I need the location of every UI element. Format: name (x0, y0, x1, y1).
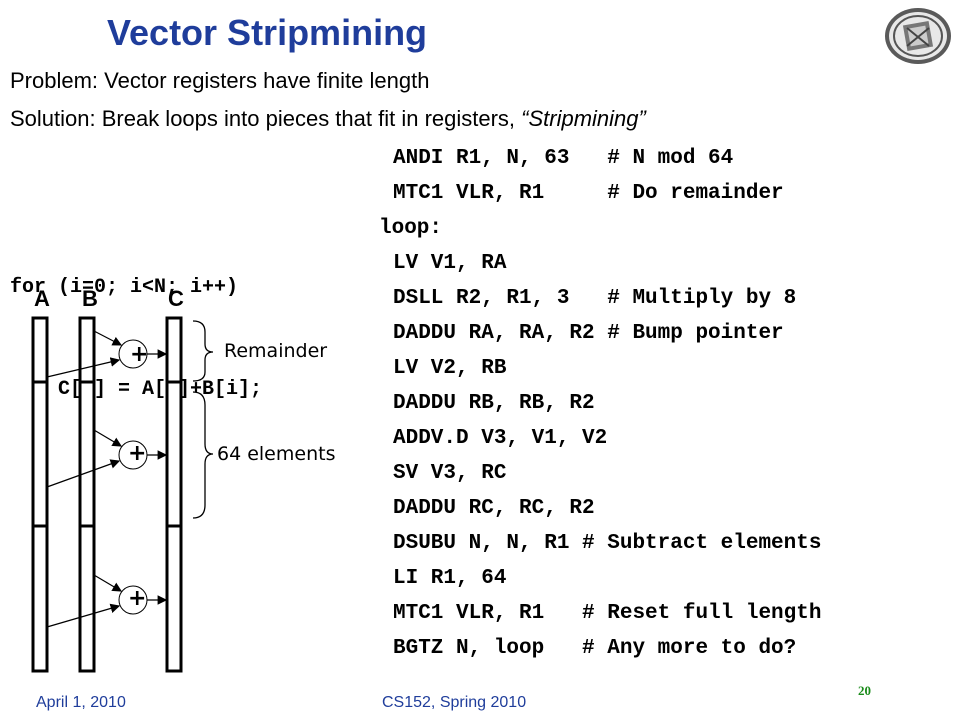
solution-statement: Solution: Break loops into pieces that f… (10, 106, 646, 132)
footer-date: April 1, 2010 (36, 694, 126, 711)
asm-instruction-line: LV V1, RA (393, 252, 507, 275)
vector-column-b (78, 316, 96, 673)
64-elements-label: 64 elements (217, 443, 336, 465)
solution-text: Solution: Break loops into pieces that f… (10, 106, 522, 131)
adder-block-3 (46, 574, 168, 628)
asm-instruction-line: BGTZ N, loop # Any more to do? (393, 637, 797, 660)
footer-course: CS152, Spring 2010 (382, 694, 527, 711)
asm-instruction-line: DSLL R2, R1, 3 # Multiply by 8 (393, 287, 797, 310)
slide-title: Vector Stripmining (107, 12, 428, 53)
column-label-b: B (82, 286, 98, 311)
asm-instruction-line: DADDU RA, RA, R2 # Bump pointer (393, 322, 784, 345)
column-label-a: A (34, 286, 50, 311)
asm-label-line: loop: (379, 217, 443, 240)
adder-plus-2: + (128, 441, 147, 466)
assembly-code: ANDI R1, N, 63 # N mod 64 MTC1 VLR, R1 # … (379, 141, 822, 666)
adder-plus-3: + (128, 586, 147, 611)
asm-instruction-line: DSUBU N, N, R1 # Subtract elements (393, 532, 822, 555)
adder-block-2 (46, 429, 168, 488)
brace-remainder (192, 320, 214, 382)
asm-instruction-line: DADDU RB, RB, R2 (393, 392, 595, 415)
asm-instruction-line: ANDI R1, N, 63 # N mod 64 (393, 147, 734, 170)
asm-instruction-line: SV V3, RC (393, 462, 507, 485)
column-label-c: C (168, 286, 184, 311)
asm-instruction-line: DADDU RC, RC, R2 (393, 497, 595, 520)
c-code-line: for (i=0; i<N; i++) (10, 276, 239, 299)
asm-instruction-line: MTC1 VLR, R1 # Reset full length (393, 602, 822, 625)
brace-64-elements (192, 391, 214, 519)
problem-statement: Problem: Vector registers have finite le… (10, 68, 430, 93)
asm-instruction-line: LV V2, RB (393, 357, 507, 380)
university-seal-icon (883, 6, 953, 71)
vector-column-a (31, 316, 49, 673)
vector-column-c (165, 316, 183, 673)
asm-instruction-line: MTC1 VLR, R1 # Do remainder (393, 182, 784, 205)
adder-plus-1: + (130, 342, 149, 367)
stripmining-term: “Stripmining” (521, 106, 646, 131)
slide-number: 20 (858, 683, 871, 698)
asm-instruction-line: LI R1, 64 (393, 567, 507, 590)
asm-instruction-line: ADDV.D V3, V1, V2 (393, 427, 608, 450)
remainder-label: Remainder (224, 340, 328, 362)
adder-remainder (46, 330, 168, 378)
